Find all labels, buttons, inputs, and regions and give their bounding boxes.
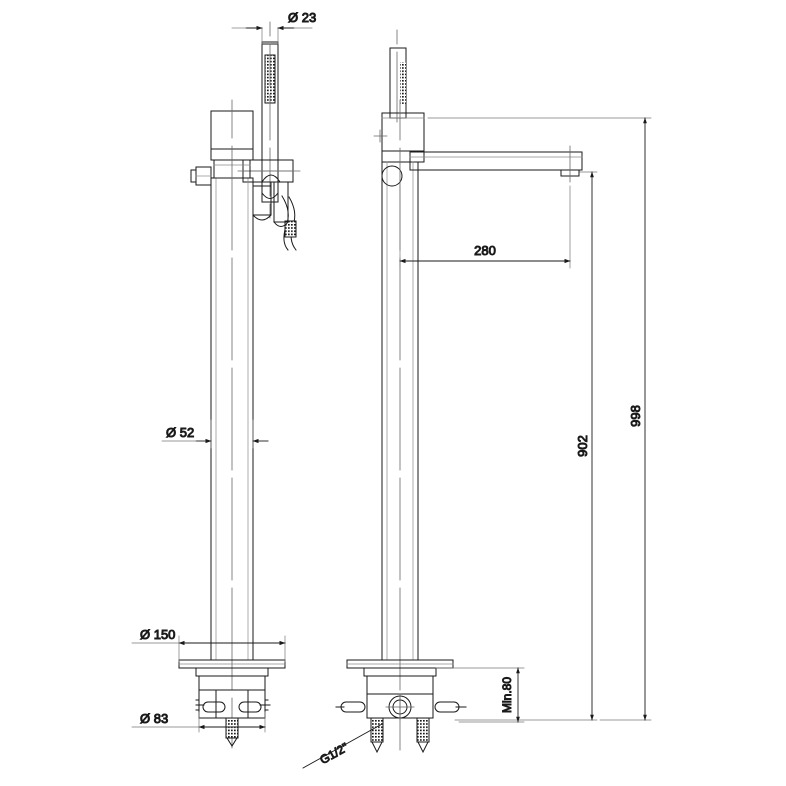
dimension-dia-150: Ø 150 bbox=[131, 627, 286, 663]
spout-arm bbox=[409, 151, 583, 177]
front-view-geometry bbox=[335, 29, 583, 754]
dimension-dia-23: Ø 23 bbox=[231, 10, 317, 45]
side-view-geometry bbox=[178, 21, 301, 749]
dim-label-dia-52: Ø 52 bbox=[166, 425, 194, 440]
dimension-len-280: 280 bbox=[399, 185, 571, 269]
front-control-lever bbox=[381, 165, 403, 187]
dim-label-dia-83: Ø 83 bbox=[140, 711, 168, 726]
annotation-thread-g12: G1/2" bbox=[302, 723, 383, 769]
dim-label-dia-150: Ø 150 bbox=[140, 627, 175, 642]
dim-label-dia-23: Ø 23 bbox=[288, 10, 316, 25]
dim-label-len-280: 280 bbox=[474, 243, 496, 258]
dim-label-len-998: 998 bbox=[628, 405, 643, 427]
dimension-dia-83: Ø 83 bbox=[131, 711, 266, 733]
front-hand-shower-wand bbox=[389, 47, 407, 119]
dim-label-min-80: Min.80 bbox=[500, 677, 514, 713]
dimension-len-902: 902 bbox=[454, 171, 598, 721]
control-lever bbox=[190, 166, 212, 186]
rough-in-body bbox=[195, 667, 271, 747]
annotation-label-g12: G1/2" bbox=[317, 740, 350, 767]
hand-shower-hose bbox=[281, 195, 297, 251]
valve-cross-mark bbox=[373, 129, 388, 143]
dimension-dia-52: Ø 52 bbox=[161, 419, 269, 449]
front-rough-in-body bbox=[335, 667, 467, 754]
dimension-min-80: Min.80 bbox=[435, 667, 525, 723]
front-valve-body bbox=[381, 112, 425, 163]
dim-label-len-902: 902 bbox=[575, 435, 590, 457]
dimension-len-998: 998 bbox=[427, 117, 652, 721]
